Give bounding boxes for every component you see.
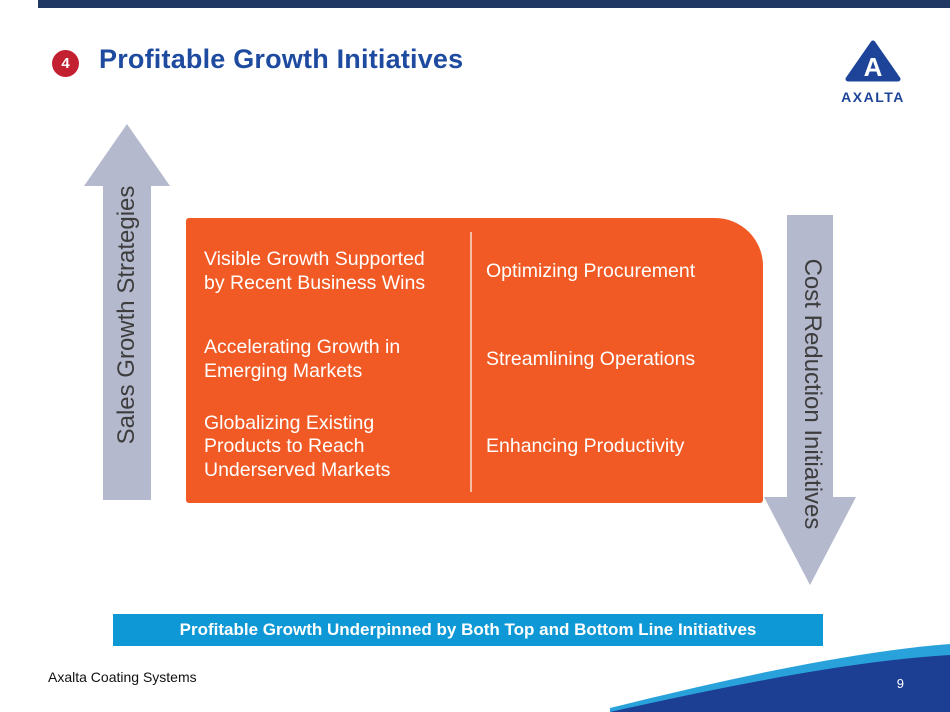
growth-item-text: Visible Growth Supported by Recent Busin… [204,248,426,294]
slide-number-badge: 4 [52,50,79,77]
logo-triangle-icon: A [845,40,901,82]
down-arrow-shape [764,215,856,585]
summary-banner: Profitable Growth Underpinned by Both To… [113,614,823,646]
growth-item: Visible Growth Supported by Recent Busin… [204,228,458,316]
growth-item: Globalizing Existing Products to Reach U… [204,403,458,491]
cost-item: Optimizing Procurement [486,228,753,316]
summary-banner-text: Profitable Growth Underpinned by Both To… [179,620,757,639]
cost-item-text: Enhancing Productivity [486,435,685,458]
footer-company-name: Axalta Coating Systems [48,669,197,685]
logo-brand-text: AXALTA [841,89,905,105]
left-arrow-label: Sales Growth Strategies [113,185,140,445]
cost-item-text: Streamlining Operations [486,347,696,370]
axalta-logo: A AXALTA [838,40,908,105]
initiatives-box: Visible Growth Supported by Recent Busin… [186,218,763,503]
cost-item: Streamlining Operations [486,316,753,404]
sales-growth-column: Visible Growth Supported by Recent Busin… [186,218,470,503]
growth-item: Accelerating Growth in Emerging Markets [204,316,458,404]
column-divider [470,232,472,492]
slide-title: Profitable Growth Initiatives [99,44,464,74]
footer-swoosh [610,644,950,712]
up-arrow-shape [84,124,170,500]
cost-reduction-column: Optimizing Procurement Streamlining Oper… [470,218,763,503]
cost-item: Enhancing Productivity [486,403,753,491]
cost-item-text: Optimizing Procurement [486,259,696,282]
right-arrow-label: Cost Reduction Initiatives [799,258,826,530]
page-number: 9 [896,676,904,691]
top-accent-bar [38,0,950,8]
logo-letter: A [864,52,883,82]
growth-item-text: Accelerating Growth in Emerging Markets [204,335,401,382]
growth-item-text: Globalizing Existing Products to Reach U… [204,411,391,482]
